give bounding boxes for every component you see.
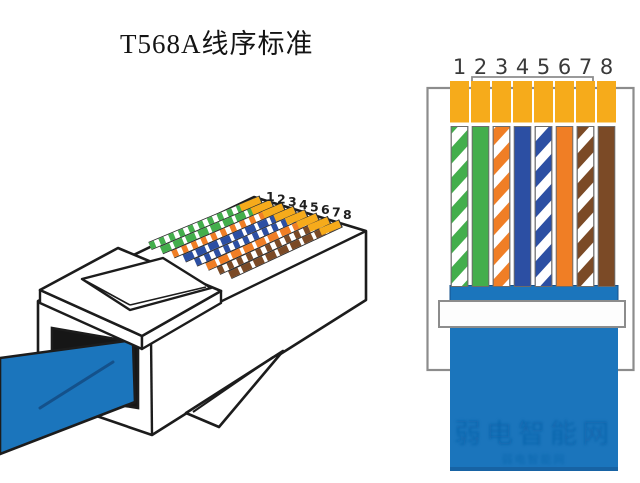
gold-tip-pin-5	[284, 210, 307, 226]
wire-stripes-pin-3	[493, 126, 510, 287]
latch-clip	[184, 349, 285, 429]
wires-fanned	[148, 195, 343, 280]
window-inner-lip	[129, 286, 207, 306]
pin-number-right-6: 6	[558, 55, 571, 79]
wire-pin-6-orange	[555, 126, 574, 287]
gold-contact-pin-4	[513, 81, 532, 123]
cable-jacket-top	[449, 285, 619, 303]
pin-number-left-6: 6	[321, 202, 330, 217]
gold-tip-pin-1	[239, 196, 262, 212]
pin-number-left-7: 7	[332, 205, 341, 220]
page-title: T568A线序标准	[120, 29, 314, 59]
wire-pin-2-green	[471, 126, 490, 287]
cable	[0, 338, 137, 456]
gold-contact-pin-7	[576, 81, 595, 123]
pin-number-left-3: 3	[288, 194, 297, 209]
pin-number-left-8: 8	[343, 207, 352, 222]
gold-tip-pin-4	[273, 206, 296, 222]
pin-number-left-1: 1	[266, 189, 275, 204]
watermark-text: 弱电智能网	[454, 419, 614, 450]
pin-number-right-3: 3	[495, 55, 508, 79]
pin-number-left-4: 4	[299, 197, 308, 212]
latch-tab-bracket	[471, 76, 594, 88]
gold-tip-pin-6	[296, 213, 319, 229]
pin-number-right-8: 8	[600, 55, 613, 79]
wire-pin-4-blue	[513, 126, 532, 287]
watermark-subtext: 弱电智能网	[502, 452, 567, 466]
pin-number-right-7: 7	[579, 55, 592, 79]
cable-body	[450, 315, 618, 471]
wire-pin-8-brown	[597, 126, 616, 287]
pin-number-left-2: 2	[277, 192, 286, 207]
gold-contact-pin-2	[471, 81, 490, 123]
pin-number-right-2: 2	[474, 55, 487, 79]
wire-stripes-pin-1	[451, 126, 468, 287]
wire-stripes-pin-7	[577, 126, 594, 287]
cable-bottom-shade	[450, 467, 618, 471]
gold-contact-pin-1	[450, 81, 469, 123]
gold-contact-pin-6	[555, 81, 574, 123]
gold-tip-pin-7	[307, 217, 330, 232]
gold-contact-pin-8	[597, 81, 616, 123]
window-inner-lip-2	[85, 280, 131, 306]
gold-contact-pin-5	[534, 81, 553, 123]
wire-stripes-pin-5	[535, 126, 552, 287]
pin-number-right-5: 5	[537, 55, 550, 79]
wires-straight	[450, 126, 616, 287]
gold-contact-pin-3	[492, 81, 511, 123]
pin-number-right-1: 1	[453, 55, 466, 79]
gold-tip-pin-2	[250, 200, 273, 215]
pin-number-left-5: 5	[310, 199, 319, 214]
pin-number-right-4: 4	[516, 55, 529, 79]
body-corner-edge	[149, 335, 154, 436]
latch-inner-edge	[192, 356, 274, 413]
gold-contacts	[450, 81, 616, 123]
gold-tip-pin-8	[319, 220, 342, 236]
cable-highlight-line	[38, 360, 115, 410]
gold-tip-pin-3	[262, 203, 285, 219]
strain-relief-band	[438, 300, 626, 328]
